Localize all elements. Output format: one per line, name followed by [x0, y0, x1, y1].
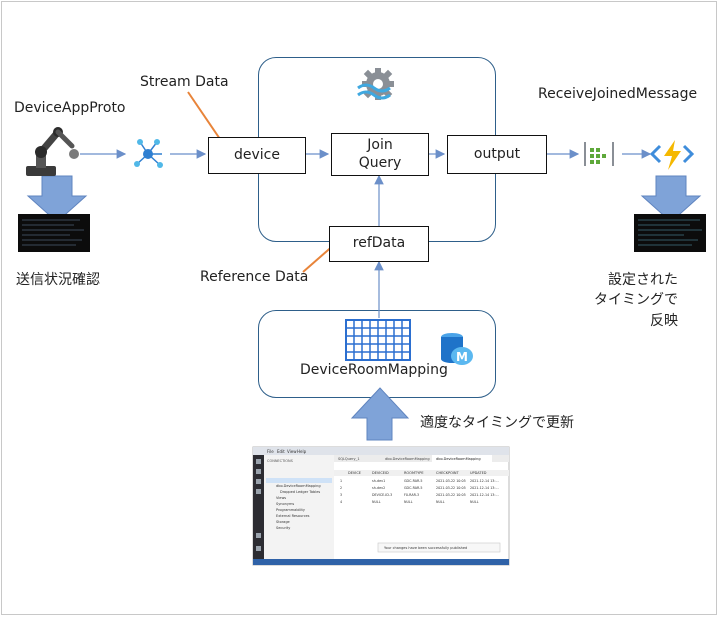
- col-3: ROOMTYPE: [404, 471, 424, 475]
- join-query-node: Join Query: [331, 133, 429, 176]
- output-node: output: [447, 135, 547, 174]
- table-grid-icon: [345, 319, 411, 361]
- row1-c3: GDC-RAR-5: [404, 479, 422, 483]
- menu-view: View: [287, 449, 297, 454]
- tab-2: dbo.DeviceRoomMapping: [385, 457, 430, 461]
- reference-data-label: Reference Data: [200, 269, 309, 285]
- tab-1: SQLQuery_1: [338, 457, 360, 461]
- tree-mapping: dbo.DeviceRoomMapping: [276, 484, 321, 488]
- send-status-label: 送信状況確認: [16, 272, 100, 288]
- row1-c2: sh-dev1: [372, 479, 385, 483]
- device-room-mapping-label: DeviceRoomMapping: [300, 362, 448, 378]
- row1-c4: 2021-03-22 10:05: [436, 479, 466, 483]
- row3-c4: 2021-03-22 10:05: [436, 493, 466, 497]
- tree-storage: Storage: [276, 520, 290, 524]
- col-1: DEVICE: [348, 471, 361, 475]
- row3-c2: DEVICE-ID-3: [372, 493, 392, 497]
- toast-message: Your changes have been successfully publ…: [384, 546, 467, 550]
- col-2: DEVICEID: [372, 471, 389, 475]
- azure-sql-db-icon: M: [441, 333, 473, 365]
- robot-arm-icon: [26, 127, 79, 176]
- row1-c5: 2021-12-14 13:...: [470, 479, 499, 483]
- row2-c2: sh-dev2: [372, 486, 385, 490]
- row4-c4: NULL: [436, 500, 445, 504]
- tree-programmability: Programmability: [276, 508, 305, 512]
- tree-views: Views: [276, 496, 286, 500]
- receive-joined-label: ReceiveJoinedMessage: [538, 86, 698, 102]
- event-hub-icon: [584, 142, 614, 166]
- azure-function-icon: [649, 140, 695, 170]
- row2-c3: GDC-RAR-5: [404, 486, 422, 490]
- row3-c5: 2021-12-14 13:...: [470, 493, 499, 497]
- row3-c3: F0-RAR-3: [404, 493, 419, 497]
- col-5: UPDATED: [470, 471, 487, 475]
- menu-file: File: [267, 449, 274, 454]
- update-timing-label: 適度なタイミングで更新: [420, 415, 574, 431]
- reflected-label: 設定された タイミングで 反映: [594, 272, 678, 329]
- row2-c4: 2021-03-22 10:05: [436, 486, 466, 490]
- update-up-arrow: [350, 387, 410, 441]
- tab-3: dbo.DeviceRoomMapping: [436, 457, 481, 461]
- row4-c2: NULL: [372, 500, 381, 504]
- menu-help: Help: [297, 449, 307, 454]
- stream-data-label: Stream Data: [140, 74, 229, 90]
- console-thumbnail-right: [634, 214, 706, 252]
- reflect-down-arrow: [640, 175, 702, 223]
- menu-edit: Edit: [277, 449, 285, 454]
- row3-c1: 3: [340, 493, 342, 497]
- db-badge-letter: M: [456, 350, 468, 364]
- iot-hub-icon: [134, 139, 163, 168]
- console-thumbnail-left: [18, 214, 90, 252]
- row2-c1: 2: [340, 486, 342, 490]
- device-node: device: [208, 137, 306, 174]
- row4-c5: NULL: [470, 500, 479, 504]
- tree-external: External Resources: [276, 514, 310, 518]
- explorer-title: CONNECTIONS: [267, 459, 294, 463]
- tree-synonyms: Synonyms: [276, 502, 294, 506]
- col-4: CHECKPOINT: [436, 471, 460, 475]
- stream-analytics-icon: [357, 68, 394, 100]
- tree-dropped: Dropped Ledger Tables: [280, 490, 320, 494]
- device-app-label: DeviceAppProto: [14, 100, 126, 116]
- row2-c5: 2021-12-14 13:...: [470, 486, 499, 490]
- row1-c1: 1: [340, 479, 342, 483]
- stream-data-callout-line: [187, 91, 223, 143]
- send-status-down-arrow: [26, 175, 88, 223]
- tree-security: Security: [276, 526, 290, 530]
- row4-c1: 4: [340, 500, 342, 504]
- refdata-node: refData: [329, 226, 429, 262]
- row4-c3: NULL: [404, 500, 413, 504]
